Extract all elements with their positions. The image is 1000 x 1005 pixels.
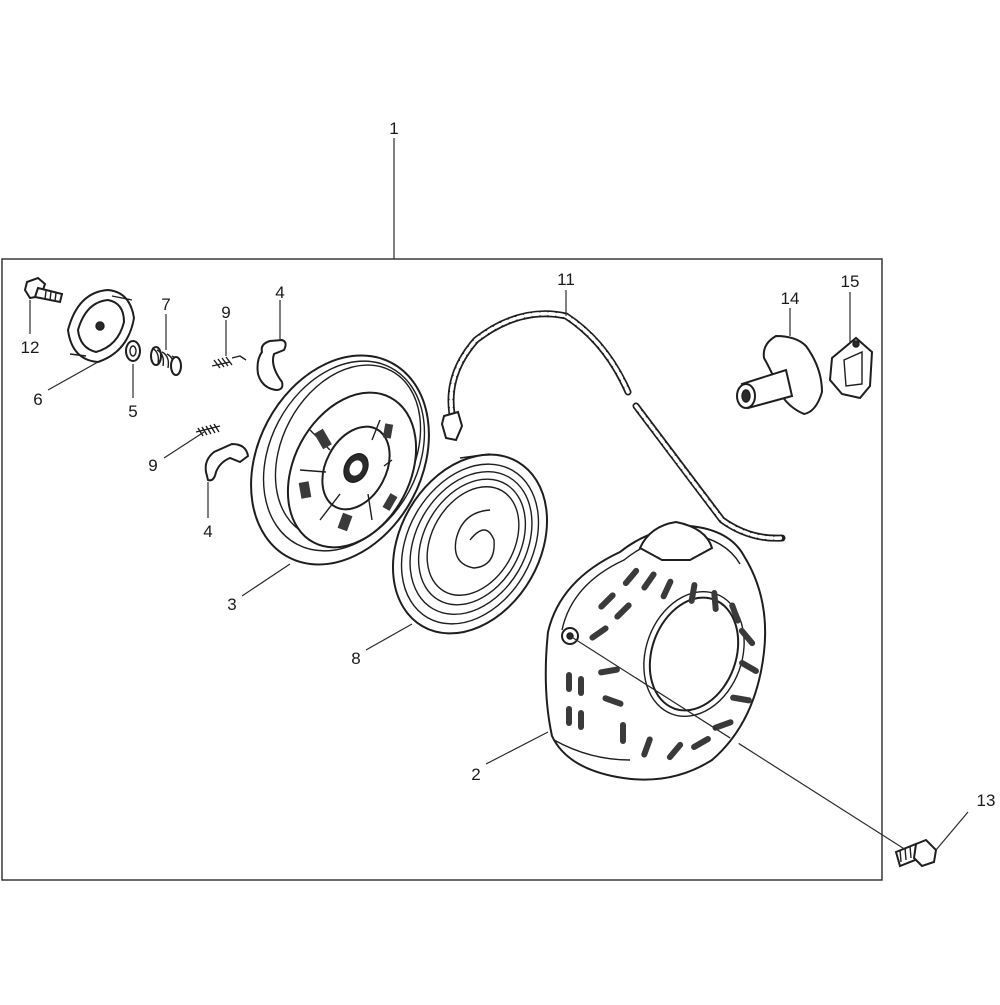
leader-lines bbox=[29, 138, 969, 851]
part-3-reel bbox=[250, 354, 430, 566]
part-9-spring-lower bbox=[195, 423, 221, 437]
part-13-bolt bbox=[894, 838, 938, 868]
assembly-frame bbox=[1, 258, 883, 881]
part-12-bolt bbox=[23, 276, 64, 304]
part-6-ratchet bbox=[66, 288, 136, 364]
part-4-pawl-lower bbox=[204, 442, 250, 482]
callout-1: 1 bbox=[389, 119, 398, 138]
callouts: 1 2 3 4 4 5 6 7 8 9 9 11 12 13 14 15 bbox=[21, 119, 996, 810]
callout-9a: 9 bbox=[221, 303, 230, 322]
part-7-spring bbox=[150, 346, 182, 376]
part-8-recoil-spring bbox=[391, 453, 549, 635]
part-5-washer bbox=[125, 340, 141, 362]
callout-2: 2 bbox=[471, 765, 480, 784]
callout-9b: 9 bbox=[148, 456, 157, 475]
callout-11: 11 bbox=[557, 270, 575, 289]
callout-4a: 4 bbox=[275, 283, 284, 302]
callout-3: 3 bbox=[227, 595, 236, 614]
callout-13: 13 bbox=[977, 791, 996, 810]
callout-14: 14 bbox=[781, 289, 800, 308]
callout-4b: 4 bbox=[203, 522, 212, 541]
part-9-spring-upper bbox=[211, 355, 247, 369]
part-2-starter-cover bbox=[544, 520, 767, 781]
callout-8: 8 bbox=[351, 649, 360, 668]
callout-7: 7 bbox=[161, 295, 170, 314]
part-4-pawl-upper bbox=[256, 338, 287, 392]
callout-12: 12 bbox=[21, 338, 40, 357]
callout-15: 15 bbox=[841, 272, 860, 291]
callout-6: 6 bbox=[33, 390, 42, 409]
callout-5: 5 bbox=[128, 402, 137, 421]
part-11-rope bbox=[440, 310, 786, 542]
part-14-handle bbox=[736, 334, 824, 416]
part-15-handle-insert bbox=[828, 336, 874, 400]
